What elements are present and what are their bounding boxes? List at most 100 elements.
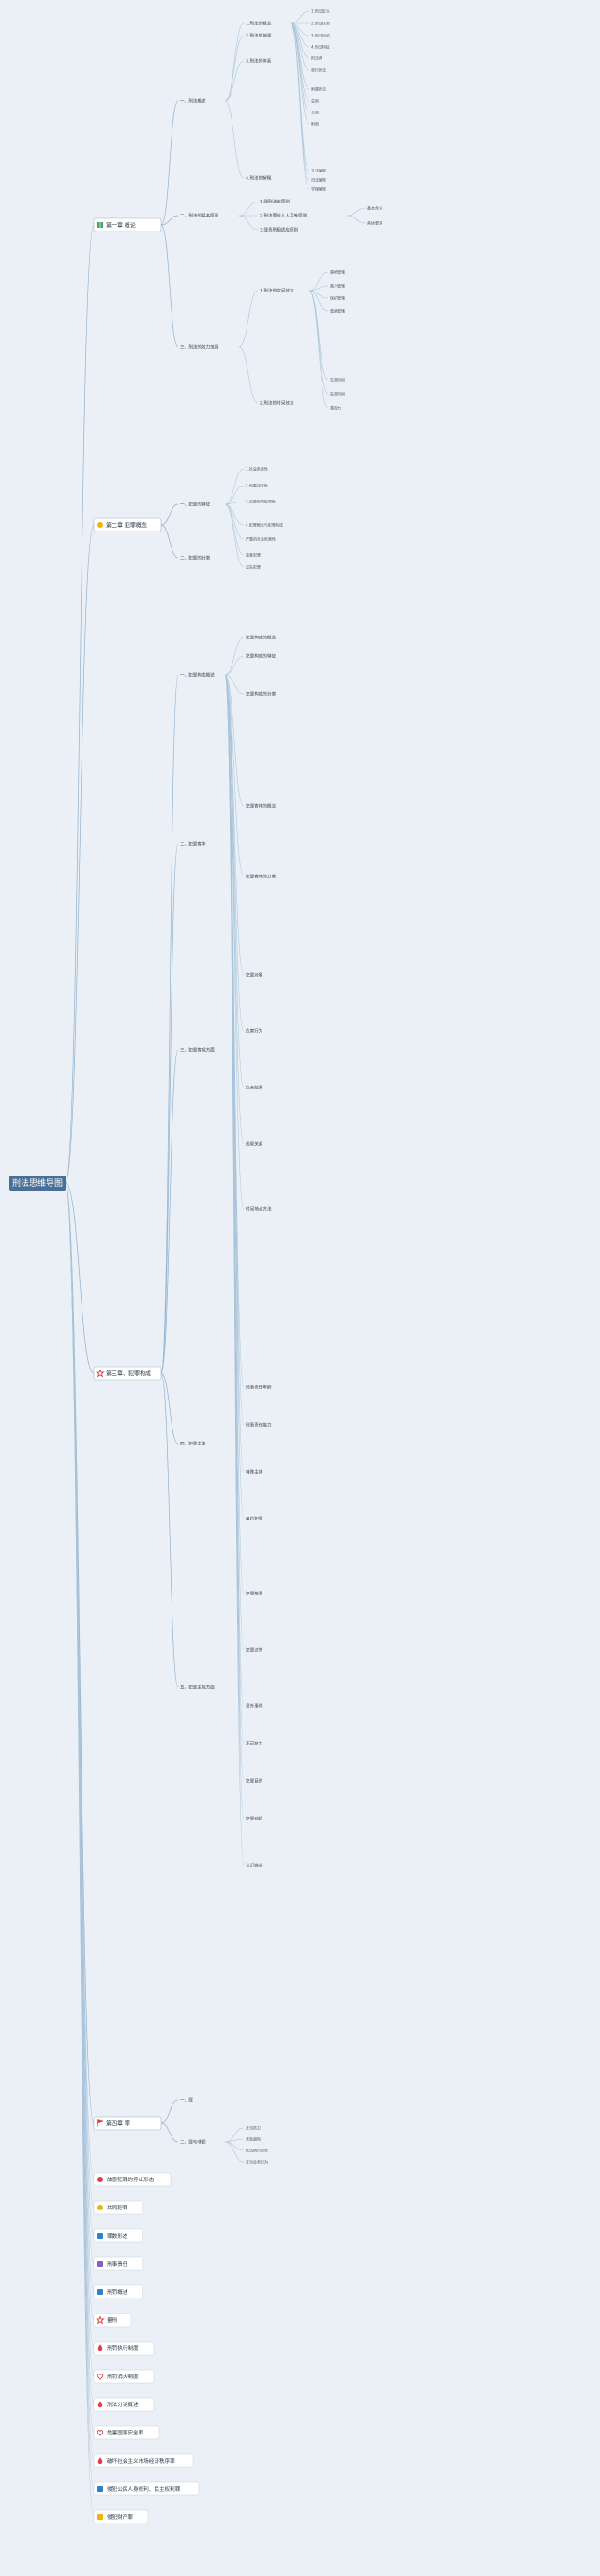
leaf-label: 1.社会危害性 xyxy=(246,465,268,471)
flame-icon xyxy=(98,2401,103,2408)
connector-line xyxy=(65,524,95,1184)
chapter-node[interactable]: 第二章 犯罪概念 xyxy=(93,517,162,532)
section-label: 四、犯罪主体 xyxy=(180,1441,206,1447)
connector-line xyxy=(290,22,310,90)
root-label: 刑法思维导图 xyxy=(12,1177,63,1189)
connector-line xyxy=(65,1182,95,1374)
connector-line xyxy=(224,2141,245,2151)
chapter-node[interactable]: 刑事责任 xyxy=(93,2256,143,2271)
square-icon xyxy=(98,2261,103,2267)
chapter-label: 共同犯罪 xyxy=(107,2204,128,2211)
connector-line xyxy=(290,22,310,172)
chapter-node[interactable]: 第一章 概论 xyxy=(93,217,162,232)
connector-line xyxy=(224,503,245,568)
leaf-label: 刑事责任能力 xyxy=(246,1421,272,1428)
chapter-node[interactable]: 侵犯财产罪 xyxy=(93,2509,149,2524)
chapter-node[interactable]: 刑法分论概述 xyxy=(93,2397,155,2412)
leaf-label: 具体要求 xyxy=(368,219,382,225)
chapter-node[interactable]: 刑罚消灭制度 xyxy=(93,2369,155,2384)
connector-line xyxy=(160,503,179,526)
leaf-label: 单位犯罪 xyxy=(246,1515,263,1521)
leaf-label: 附则 xyxy=(311,120,319,126)
leaf-label: 犯罪构成的分类 xyxy=(246,690,277,696)
connector-line xyxy=(224,501,245,505)
chapter-label: 第二章 犯罪概念 xyxy=(106,522,147,530)
connector-line xyxy=(65,224,95,1184)
chapter-node[interactable]: 危害国家安全罪 xyxy=(93,2425,160,2440)
leaf-label: 司法解释 xyxy=(311,176,326,182)
leaf-label: 犯罪目的 xyxy=(246,1777,263,1784)
chapter-node[interactable]: 刑罚概述 xyxy=(93,2284,143,2299)
connector-line xyxy=(160,1372,179,1445)
square-icon xyxy=(98,2233,103,2239)
leaf-label: 犯罪客体的分类 xyxy=(246,873,277,879)
flame-icon xyxy=(98,2344,103,2352)
connector-line xyxy=(65,1182,95,2518)
chapter-label: 刑罚概述 xyxy=(107,2288,128,2296)
chapter-node[interactable]: 罪数形态 xyxy=(93,2228,143,2243)
leaf-label: 危害结果 xyxy=(246,1084,263,1090)
leaf-label: 属地管辖 xyxy=(330,268,345,274)
leaf-label: 正当防卫 xyxy=(246,2124,261,2130)
connector-line xyxy=(224,503,245,540)
leaf-label: 立法解释 xyxy=(311,167,326,172)
chapter-label: 第四章 罪 xyxy=(106,2120,130,2128)
chapter-node[interactable]: 第四章 罪 xyxy=(93,2116,162,2131)
leaf-label: 严重的社会危害性 xyxy=(246,535,276,541)
connector-line xyxy=(224,35,245,102)
leaf-label: 正当业务行为 xyxy=(246,2158,268,2164)
chapter-node[interactable]: 刑罚执行制度 xyxy=(93,2341,155,2356)
leaf-label: 2.刑事违法性 xyxy=(246,482,268,487)
section-label: 五、犯罪主观方面 xyxy=(180,1685,215,1691)
connector-line xyxy=(224,485,245,505)
connector-line xyxy=(160,2122,179,2143)
leaf-label: 附属刑法 xyxy=(311,85,326,91)
connector-line xyxy=(224,22,245,102)
leaf-label: 溯及力 xyxy=(330,404,341,410)
connector-line xyxy=(160,1049,179,1374)
connector-line xyxy=(224,674,245,1426)
connector-line xyxy=(160,843,179,1374)
leaf-label: 犯罪过失 xyxy=(246,1646,263,1653)
leaf-label: 失效时间 xyxy=(330,390,345,396)
chapter-node[interactable]: 侵犯公民人身权利、民主权利罪 xyxy=(93,2481,200,2496)
connector-line xyxy=(160,1372,179,1688)
section-label: 二、犯罪的分类 xyxy=(180,555,211,562)
chapter-label: 破坏社会主义市场经济秩序罪 xyxy=(107,2457,175,2464)
chapter-label: 罪数形态 xyxy=(107,2232,128,2239)
connector-line xyxy=(290,22,310,125)
section-label: 一、犯罪的特征 xyxy=(180,502,211,508)
leaf-label: 总则 xyxy=(311,97,319,103)
star-icon xyxy=(96,2315,105,2325)
chapter-label: 刑罚消灭制度 xyxy=(107,2373,139,2380)
chapter-label: 第一章 概论 xyxy=(106,222,136,230)
leaf-label: 2.刑法任务 xyxy=(311,20,330,25)
leaf-label: 犯罪对象 xyxy=(246,971,263,978)
leaf-label: 认识错误 xyxy=(246,1862,263,1868)
leaf-label: 分则 xyxy=(311,109,319,114)
chapter-node[interactable]: 量刑 xyxy=(93,2313,132,2328)
connector-line xyxy=(224,674,245,1088)
connector-line xyxy=(65,1182,95,2124)
leaf-label: 犯罪客体的概念 xyxy=(246,802,277,809)
leaf-label: 1.刑法定义 xyxy=(311,7,330,13)
heart-icon xyxy=(97,2430,104,2436)
leaf-label: 学理解释 xyxy=(311,186,326,191)
leaf-label: 1.刑法的概念 xyxy=(246,20,272,26)
section-label: 三、刑法的效力范围 xyxy=(180,344,219,351)
connector-line xyxy=(224,100,245,179)
chapter-node[interactable]: 第三章、犯罪构成 xyxy=(93,1366,162,1381)
connector-line xyxy=(308,290,329,381)
leaf-label: 危害行为 xyxy=(246,1027,263,1034)
connector-line xyxy=(224,674,245,695)
leaf-label: 3.应受刑罚惩罚性 xyxy=(246,498,276,503)
leaf-label: 3.刑法的体系 xyxy=(246,57,272,64)
connector-line xyxy=(224,674,245,1210)
chapter-node[interactable]: 破坏社会主义市场经济秩序罪 xyxy=(93,2453,194,2468)
chapter-label: 刑罚执行制度 xyxy=(107,2344,139,2352)
root-node[interactable]: 刑法思维导图 xyxy=(9,1176,66,1191)
connector-line xyxy=(308,285,329,292)
chapter-node[interactable]: 共同犯罪 xyxy=(93,2200,143,2215)
chapter-node[interactable]: 故意犯罪的停止形态 xyxy=(93,2172,172,2187)
